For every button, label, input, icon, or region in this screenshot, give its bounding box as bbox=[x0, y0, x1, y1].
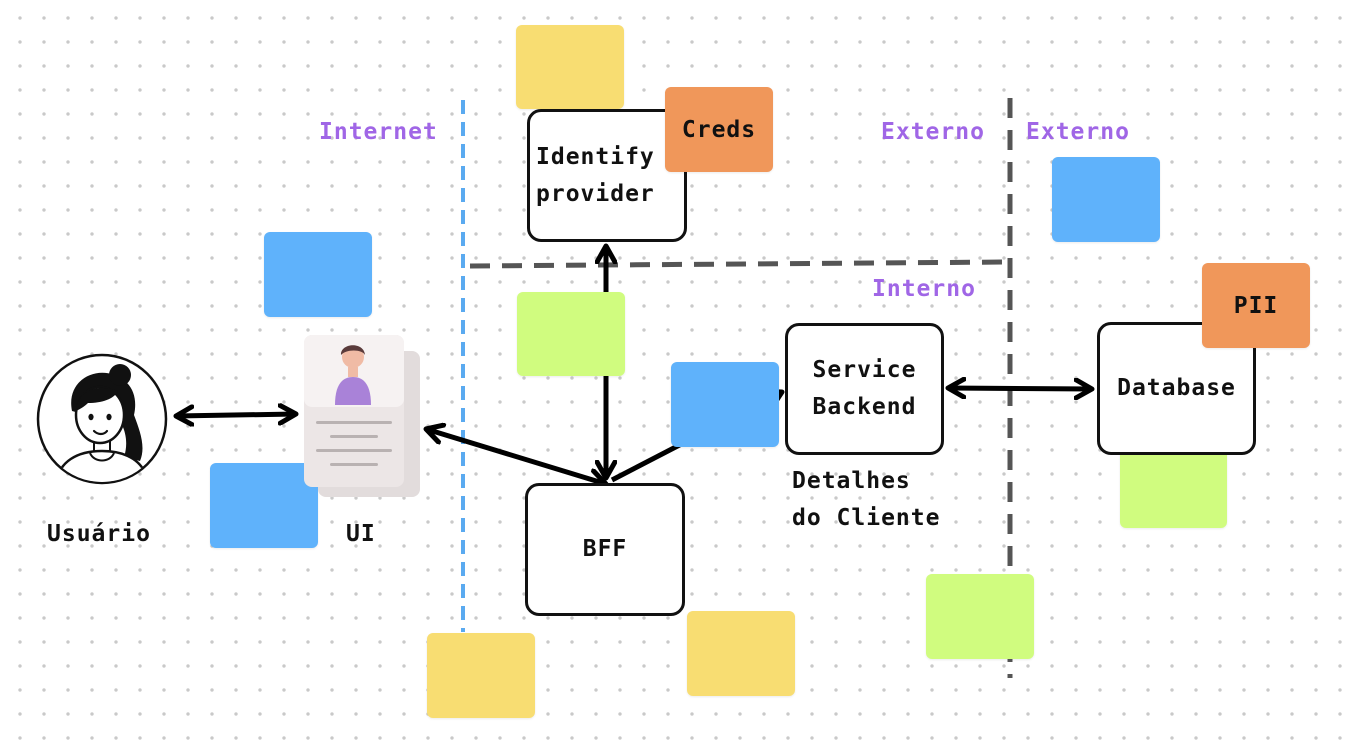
zone-label-interno: Interno bbox=[872, 276, 976, 302]
sticky-note-blue[interactable] bbox=[671, 362, 779, 447]
pii-tag[interactable]: PII bbox=[1202, 263, 1310, 348]
sticky-note-green[interactable] bbox=[1120, 443, 1227, 528]
sticky-note-yellow[interactable] bbox=[687, 611, 795, 696]
zone-label-externo-right: Externo bbox=[1026, 119, 1130, 145]
creds-tag-label: Creds bbox=[681, 116, 757, 143]
arrow-user-ui bbox=[176, 414, 296, 416]
pii-tag-label: PII bbox=[1233, 292, 1279, 319]
sticky-note-blue[interactable] bbox=[264, 232, 372, 317]
ui-label: UI bbox=[346, 521, 376, 547]
zone-label-externo-left: Externo bbox=[881, 119, 985, 145]
sticky-note-blue[interactable] bbox=[210, 463, 318, 548]
profile-card-icon bbox=[304, 335, 420, 497]
usuario-label: Usuário bbox=[47, 521, 151, 547]
internal-boundary-line bbox=[469, 259, 1011, 269]
detalhes-do-cliente-label: Detalhes do Cliente bbox=[792, 468, 941, 531]
sticky-note-blue[interactable] bbox=[1052, 157, 1160, 242]
service-backend-node[interactable]: Service Backend bbox=[785, 323, 944, 455]
user-avatar-icon bbox=[36, 353, 168, 485]
creds-tag[interactable]: Creds bbox=[665, 87, 773, 172]
arrow-backend-database bbox=[948, 388, 1092, 389]
identify-provider-node[interactable]: Identify provider bbox=[527, 109, 687, 242]
bff-node[interactable]: BFF bbox=[525, 483, 685, 616]
sticky-note-yellow[interactable] bbox=[516, 25, 624, 109]
sticky-note-yellow[interactable] bbox=[427, 633, 535, 718]
sticky-note-green[interactable] bbox=[926, 574, 1034, 659]
arrow-ui-bff bbox=[426, 429, 606, 484]
zone-label-internet: Internet bbox=[319, 119, 438, 145]
sticky-note-green[interactable] bbox=[517, 292, 625, 376]
